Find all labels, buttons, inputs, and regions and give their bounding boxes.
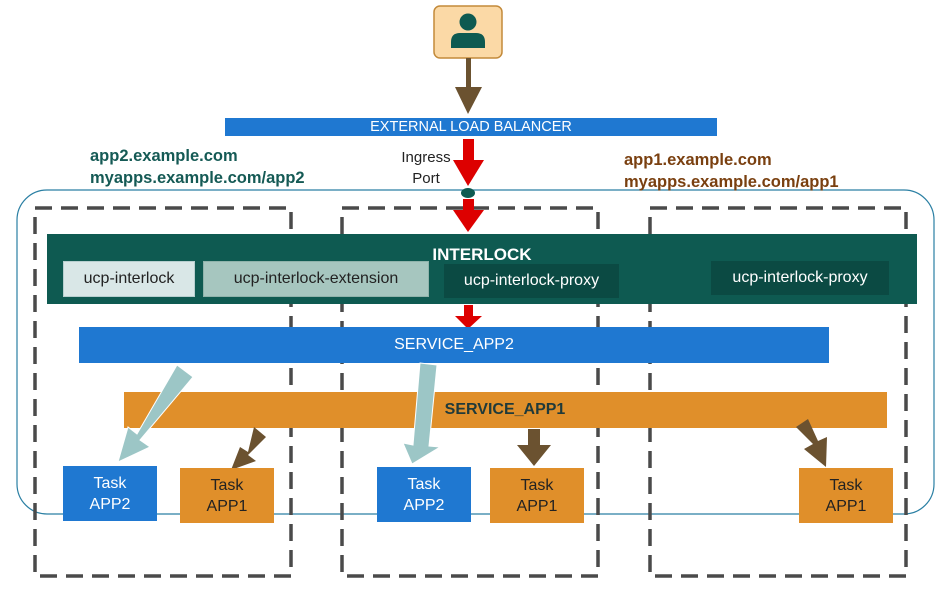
cluster-outline [16,189,935,515]
app1-domain-1: app1.example.com [624,151,772,169]
user-to-lb-arrow [455,58,482,114]
service-app2-bar [79,327,829,363]
service-app2-arrow-mid [402,362,442,465]
service-app2-arrow-left [117,364,194,463]
ingress-arrow-upper [453,139,484,186]
task-box-1 [63,466,157,521]
task-box-5 [799,468,893,523]
task-app1-label-2: Task APP1 [516,476,558,515]
service-app1-arrow-mid [517,429,551,466]
task-app2-label-2: Task APP2 [403,475,445,514]
task-box-3 [377,467,471,522]
component-ucp-interlock-proxy-2: ucp-interlock-proxy [711,261,889,295]
component-ucp-interlock: ucp-interlock [63,261,195,297]
ingress-port-dot [461,188,475,198]
service-app2-label: SERVICE_APP2 [394,336,514,353]
load-balancer-bar [225,118,717,136]
component-ucp-interlock-proxy-1: ucp-interlock-proxy [444,264,619,298]
component-ucp-interlock-extension: ucp-interlock-extension [203,261,429,297]
task-app1-label-3: Task APP1 [825,476,867,515]
service-app1-bar [124,392,887,428]
interlock-title: INTERLOCK [432,245,532,264]
ingress-port-label: Ingress Port [401,149,451,187]
ingress-arrow-lower [453,199,484,232]
task-app1-label-1: Task APP1 [206,476,248,515]
load-balancer-label: EXTERNAL LOAD BALANCER [370,119,572,135]
service-app1-arrow-left [231,427,266,470]
service-app1-arrow-right [796,419,827,467]
service-app1-label: SERVICE_APP1 [444,401,566,418]
task-box-4 [490,468,584,523]
app2-domain-1: app2.example.com [90,147,238,165]
task-app2-label-1: Task APP2 [89,474,131,513]
user-icon [433,5,503,59]
proxy-to-service-arrow [455,305,482,329]
task-box-2 [180,468,274,523]
app2-domain-2: myapps.example.com/app2 [90,169,305,187]
app1-domain-2: myapps.example.com/app1 [624,173,839,191]
